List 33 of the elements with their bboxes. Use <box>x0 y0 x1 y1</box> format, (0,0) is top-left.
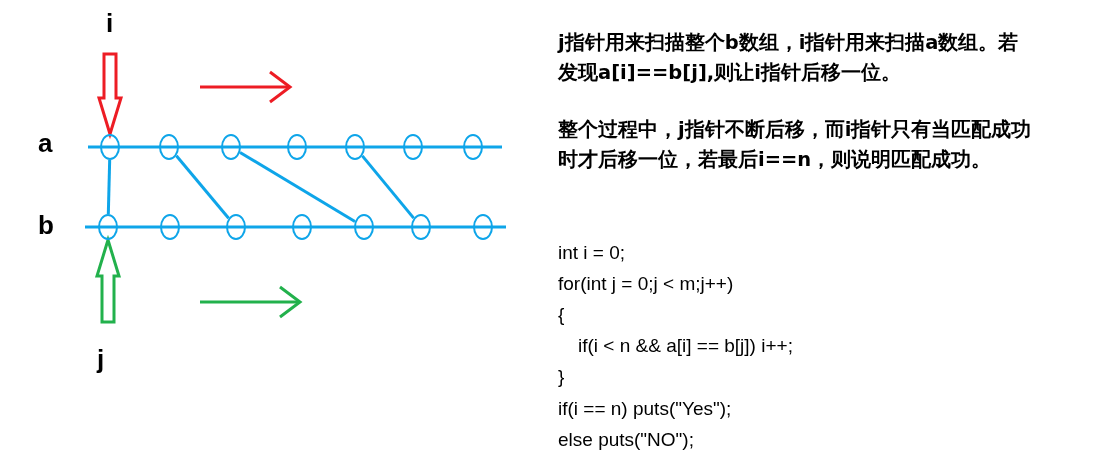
matching-line <box>239 151 356 223</box>
array-element-circle <box>292 214 312 240</box>
array-element-circle <box>411 214 431 240</box>
array-element-circle <box>287 134 307 160</box>
array-label: a <box>38 128 53 159</box>
array-element-circle <box>473 214 493 240</box>
matching-line <box>106 159 112 215</box>
code-line: int i = 0; <box>558 241 626 265</box>
array-element-circle <box>98 214 118 240</box>
matching-line <box>175 154 230 220</box>
array-element-circle <box>100 134 120 160</box>
array-element-circle <box>226 214 246 240</box>
array-label: b <box>38 210 54 241</box>
description-text: j指针用来扫描整个b数组，i指针用来扫描a数组。若发现a[i]==b[j],则让i指针后移一位。 <box>558 30 1020 86</box>
code-line: else puts("NO"); <box>558 428 694 452</box>
pointer-label: j <box>97 344 105 375</box>
code-line: for(int j = 0;j < m;j++) <box>558 272 734 296</box>
code-line: { <box>558 303 565 327</box>
array-element-circle <box>160 214 180 240</box>
array-element-circle <box>159 134 179 160</box>
array-element-circle <box>463 134 483 160</box>
array-element-circle <box>345 134 365 160</box>
code-line: } <box>558 365 565 389</box>
array-element-circle <box>403 134 423 160</box>
description-text: 整个过程中，j指针不断后移，而i指针只有当匹配成功时才后移一位，若最后i==n，则说明匹配成功。 <box>558 117 1033 173</box>
array-element-circle <box>354 214 374 240</box>
pointer-label: i <box>106 8 114 39</box>
code-line: if(i < n && a[i] == b[j]) i++; <box>578 334 793 358</box>
pointer-arrow <box>96 52 124 140</box>
array-element-circle <box>221 134 241 160</box>
matching-line <box>361 154 415 220</box>
pointer-arrow <box>94 234 122 324</box>
code-line: if(i == n) puts("Yes"); <box>558 397 732 421</box>
